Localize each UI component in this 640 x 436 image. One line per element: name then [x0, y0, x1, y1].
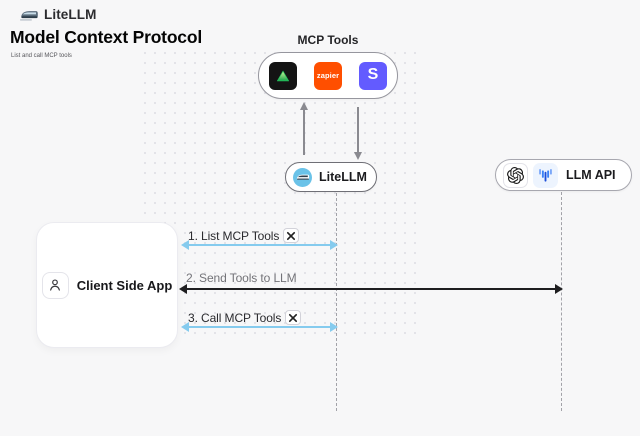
person-glyph — [50, 279, 61, 291]
arrow-list-mcp-tools — [181, 239, 338, 251]
train-glyph — [296, 174, 309, 180]
arrow-send-tools-to-llm — [179, 283, 563, 295]
tools-badge-icon — [283, 228, 300, 243]
arrowhead-down — [353, 152, 362, 160]
mcp-tools-label: MCP Tools — [297, 33, 359, 47]
litellm-node: LiteLLM — [285, 162, 377, 192]
arrow-label-1-text: 1. List MCP Tools — [188, 228, 280, 243]
arrow-label-1: 1. List MCP Tools — [188, 228, 300, 243]
arrowhead-left — [181, 321, 189, 332]
client-side-app-node: Client Side App — [36, 222, 178, 348]
arrowhead-right — [330, 239, 338, 250]
arrow-line — [184, 288, 558, 290]
mcp-tools-group: zapier S — [258, 52, 398, 99]
green-triangle-glyph — [277, 70, 289, 81]
arrowhead-up — [299, 102, 308, 110]
blue-bars-glyph — [539, 168, 552, 182]
brand-name: LiteLLM — [44, 7, 97, 22]
stripe-icon: S — [359, 61, 387, 90]
litellm-train-logo-icon — [20, 10, 38, 20]
openai-icon — [503, 162, 528, 188]
arrowhead-right — [555, 283, 563, 294]
crossed-tools-glyph — [289, 313, 298, 322]
arrow-call-mcp-tools — [181, 321, 338, 333]
llm-api-node-label: LLM API — [566, 168, 616, 182]
page-subtitle: List and call MCP tools — [11, 53, 72, 59]
litellm-lifeline — [336, 193, 337, 411]
client-side-app-label: Client Side App — [76, 277, 173, 293]
arrow-litellm-to-mcp — [299, 102, 309, 160]
stripe-letter: S — [367, 66, 379, 83]
arrow-label-2: 2. Send Tools to LLM — [186, 271, 297, 285]
zapier-wordmark: zapier — [316, 71, 340, 80]
arrowhead-left — [179, 283, 187, 294]
litellm-node-label: LiteLLM — [319, 170, 367, 184]
arrow-label-3: 3. Call MCP Tools — [188, 310, 302, 325]
brand: LiteLLM — [20, 7, 96, 22]
arrow-line — [186, 326, 333, 328]
arrowhead-right — [330, 321, 338, 332]
arrow-line — [303, 107, 305, 155]
llm-api-node: LLM API — [495, 159, 632, 191]
openai-glyph — [507, 166, 524, 184]
arrow-label-3-text: 3. Call MCP Tools — [188, 310, 282, 325]
arrow-line — [357, 107, 359, 155]
arrow-label-2-text: 2. Send Tools to LLM — [186, 271, 297, 285]
page-title: Model Context Protocol — [10, 27, 202, 47]
litellm-logo-icon — [293, 167, 312, 187]
zapier-icon: zapier — [314, 61, 342, 90]
crossed-tools-glyph — [287, 231, 296, 240]
arrow-mcp-to-litellm — [353, 102, 363, 160]
user-icon — [41, 271, 69, 299]
arrowhead-left — [181, 239, 189, 250]
llm-api-lifeline — [561, 192, 562, 411]
tools-badge-icon — [285, 310, 302, 325]
green-triangle-tool-icon — [269, 61, 297, 90]
llm-provider-icon — [533, 162, 558, 188]
arrow-line — [186, 244, 333, 246]
